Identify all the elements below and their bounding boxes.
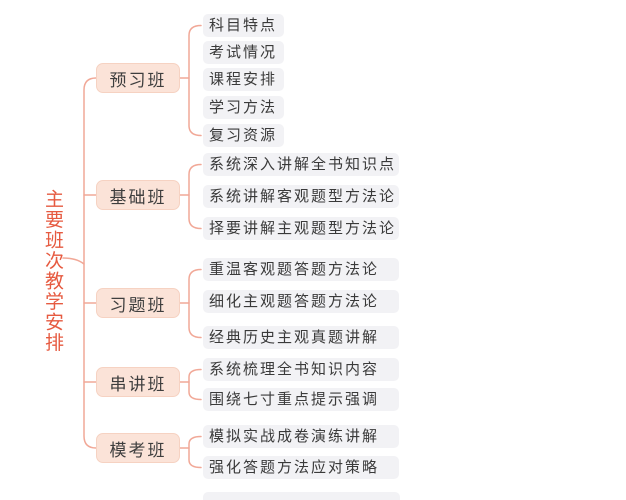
branch-lecture-class: 串讲班 bbox=[96, 367, 180, 397]
leaf-node: 细化主观题答题方法论 bbox=[203, 290, 399, 313]
leaf-node: 科目特点 bbox=[203, 14, 284, 37]
leaf-node: 强化答题方法应对策略 bbox=[203, 456, 399, 479]
leaf-node: 课程安排 bbox=[203, 68, 284, 91]
leaf-node: 经典历史主观真题讲解 bbox=[203, 326, 399, 349]
leaf-node: 学习方法 bbox=[203, 96, 284, 119]
leaf-node: 围绕七寸重点提示强调 bbox=[203, 388, 399, 411]
leaf-node: 重温客观题答题方法论 bbox=[203, 258, 399, 281]
root-topic-label: 主要班次教学安排 bbox=[42, 189, 63, 353]
leaf-node: 考试情况 bbox=[203, 41, 284, 64]
leaf-node: 模拟实战成卷演练讲解 bbox=[203, 425, 399, 448]
leaf-node: 系统讲解客观题型方法论 bbox=[203, 185, 399, 208]
root-connector bbox=[62, 257, 85, 265]
trunk-line bbox=[83, 77, 97, 449]
branch-mock-exam-class: 模考班 bbox=[96, 433, 180, 463]
leaf-node-cropped bbox=[203, 492, 400, 500]
leaf-node: 系统梳理全书知识内容 bbox=[203, 358, 399, 381]
branch-preview-class: 预习班 bbox=[96, 63, 180, 93]
branch-foundation-class: 基础班 bbox=[96, 180, 180, 210]
leaf-node: 系统深入讲解全书知识点 bbox=[203, 153, 399, 176]
leaf-node: 复习资源 bbox=[203, 124, 284, 147]
branch-exercise-class: 习题班 bbox=[96, 288, 180, 318]
leaf-node: 择要讲解主观题型方法论 bbox=[203, 217, 399, 240]
